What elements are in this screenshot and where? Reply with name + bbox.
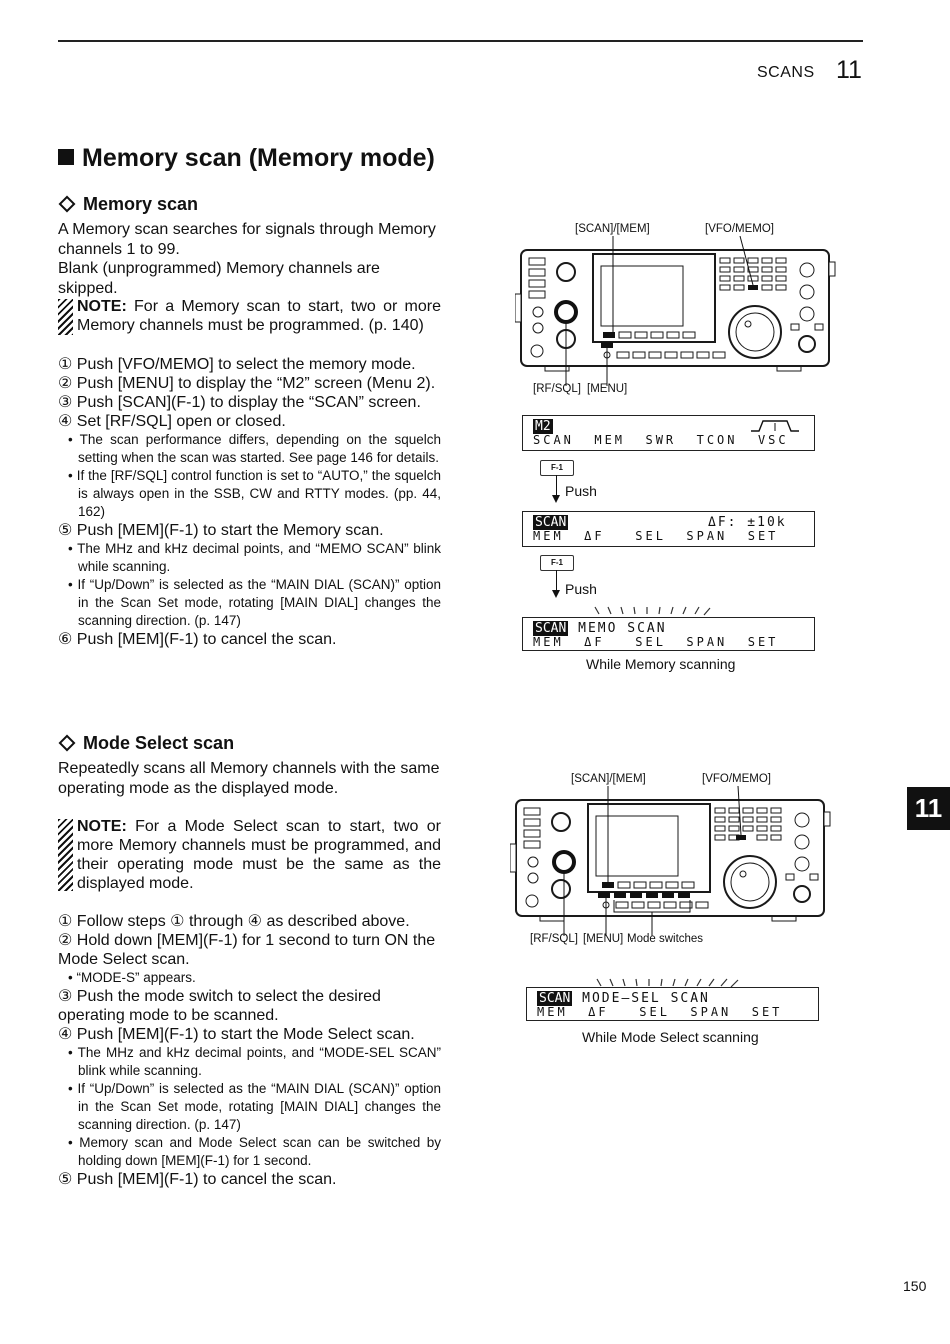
step: ⑤ Push [MEM](F-1) to cancel the scan.: [58, 1171, 337, 1188]
section-heading-mode-select-scan: Mode Select scan: [58, 733, 234, 754]
figure-caption: While Mode Select scanning: [582, 1029, 759, 1045]
mode-select-intro: Repeatedly scans all Memory channels wit…: [58, 760, 440, 797]
radio-front-panel-illustration: [515, 236, 836, 386]
figure-caption: While Memory scanning: [586, 656, 736, 672]
callout-rf-sql: [RF/SQL]: [533, 383, 581, 395]
step: ④ Push [MEM](F-1) to start the Mode Sele…: [58, 1026, 441, 1168]
f1-key-icon: F-1: [540, 555, 574, 571]
step-note: • The scan performance differs, dependin…: [68, 432, 441, 465]
section-heading-memory-scan: Memory scan: [58, 194, 198, 215]
memory-scan-steps: ① Push [VFO/MEMO] to select the memory m…: [58, 355, 441, 649]
page-title: Memory scan (Memory mode): [58, 144, 435, 173]
push-label: Push: [565, 483, 597, 499]
mode-select-steps: ① Follow steps ① through ④ as described …: [58, 912, 441, 1189]
step: ② Push [MENU] to display the “M2” screen…: [58, 375, 436, 392]
filter-shape-icon: [751, 420, 799, 432]
step: ⑥ Push [MEM](F-1) to cancel the scan.: [58, 631, 337, 648]
step-note: • If “Up/Down” is selected as the “MAIN …: [68, 1081, 441, 1132]
down-arrow-icon: [552, 475, 560, 503]
callout-menu: [MENU]: [583, 933, 624, 945]
step: ④ Set [RF/SQL] open or closed. • The sca…: [58, 413, 441, 519]
step-note: • If “Up/Down” is selected as the “MAIN …: [68, 577, 441, 628]
chapter-tab: 11: [907, 787, 950, 830]
step: ② Hold down [MEM](F-1) for 1 second to t…: [58, 931, 441, 987]
callout-mode-switches: Mode switches: [627, 933, 704, 945]
diamond-icon: [58, 734, 76, 752]
header-section: SCANS: [757, 64, 815, 81]
callout-vfo-memo: [VFO/MEMO]: [702, 773, 771, 785]
step-note: • “MODE-S” appears.: [68, 970, 196, 985]
radio-front-panel-illustration: [510, 786, 831, 936]
blink-marks-icon: [596, 978, 739, 988]
note-hatch-icon: [58, 819, 73, 891]
lcd-scan-screen: SCAN ΔF: ±10k MEM ΔF SEL SPAN SET: [522, 511, 815, 547]
lcd-memo-scan: SCAN MEMO SCAN MEM ΔF SEL SPAN SET: [522, 617, 815, 651]
square-bullet-icon: [58, 149, 74, 165]
blink-marks-icon: [594, 606, 711, 616]
callout-rf-sql: [RF/SQL]: [530, 933, 578, 945]
push-label: Push: [565, 581, 597, 597]
step: ③ Push the mode switch to select the des…: [58, 988, 381, 1024]
memory-scan-note: NOTE: For a Memory scan to start, two or…: [58, 297, 441, 335]
lcd-menu-m2: M2 SCAN MEM SWR TCON VSC: [522, 415, 815, 451]
header-chapter: 11: [836, 56, 862, 84]
diamond-icon: [58, 195, 76, 213]
callout-scan-mem: [SCAN]/[MEM]: [575, 223, 650, 235]
step: ① Push [VFO/MEMO] to select the memory m…: [58, 356, 416, 373]
callout-menu: [MENU]: [587, 383, 628, 395]
step-note: • The MHz and kHz decimal points, and “M…: [68, 1045, 441, 1078]
step: ① Follow steps ① through ④ as described …: [58, 913, 410, 930]
step-note: • The MHz and kHz decimal points, and “M…: [68, 541, 441, 574]
header-rule: [58, 40, 863, 42]
mode-select-note: NOTE: For a Mode Select scan to start, t…: [58, 817, 441, 893]
down-arrow-icon: [552, 570, 560, 598]
lcd-mode-sel-scan: SCAN MODE–SEL SCAN MEM ΔF SEL SPAN SET: [526, 987, 819, 1021]
f1-key-icon: F-1: [540, 460, 574, 476]
step: ⑤ Push [MEM](F-1) to start the Memory sc…: [58, 522, 441, 628]
memory-scan-intro: A Memory scan searches for signals throu…: [58, 221, 436, 297]
note-hatch-icon: [58, 299, 73, 335]
step-note: • Memory scan and Mode Select scan can b…: [68, 1135, 441, 1168]
callout-scan-mem: [SCAN]/[MEM]: [571, 773, 646, 785]
step-note: • If the [RF/SQL] control function is se…: [68, 468, 441, 519]
step: ③ Push [SCAN](F-1) to display the “SCAN”…: [58, 394, 421, 411]
page-number: 150: [903, 1278, 927, 1294]
callout-vfo-memo: [VFO/MEMO]: [705, 223, 774, 235]
